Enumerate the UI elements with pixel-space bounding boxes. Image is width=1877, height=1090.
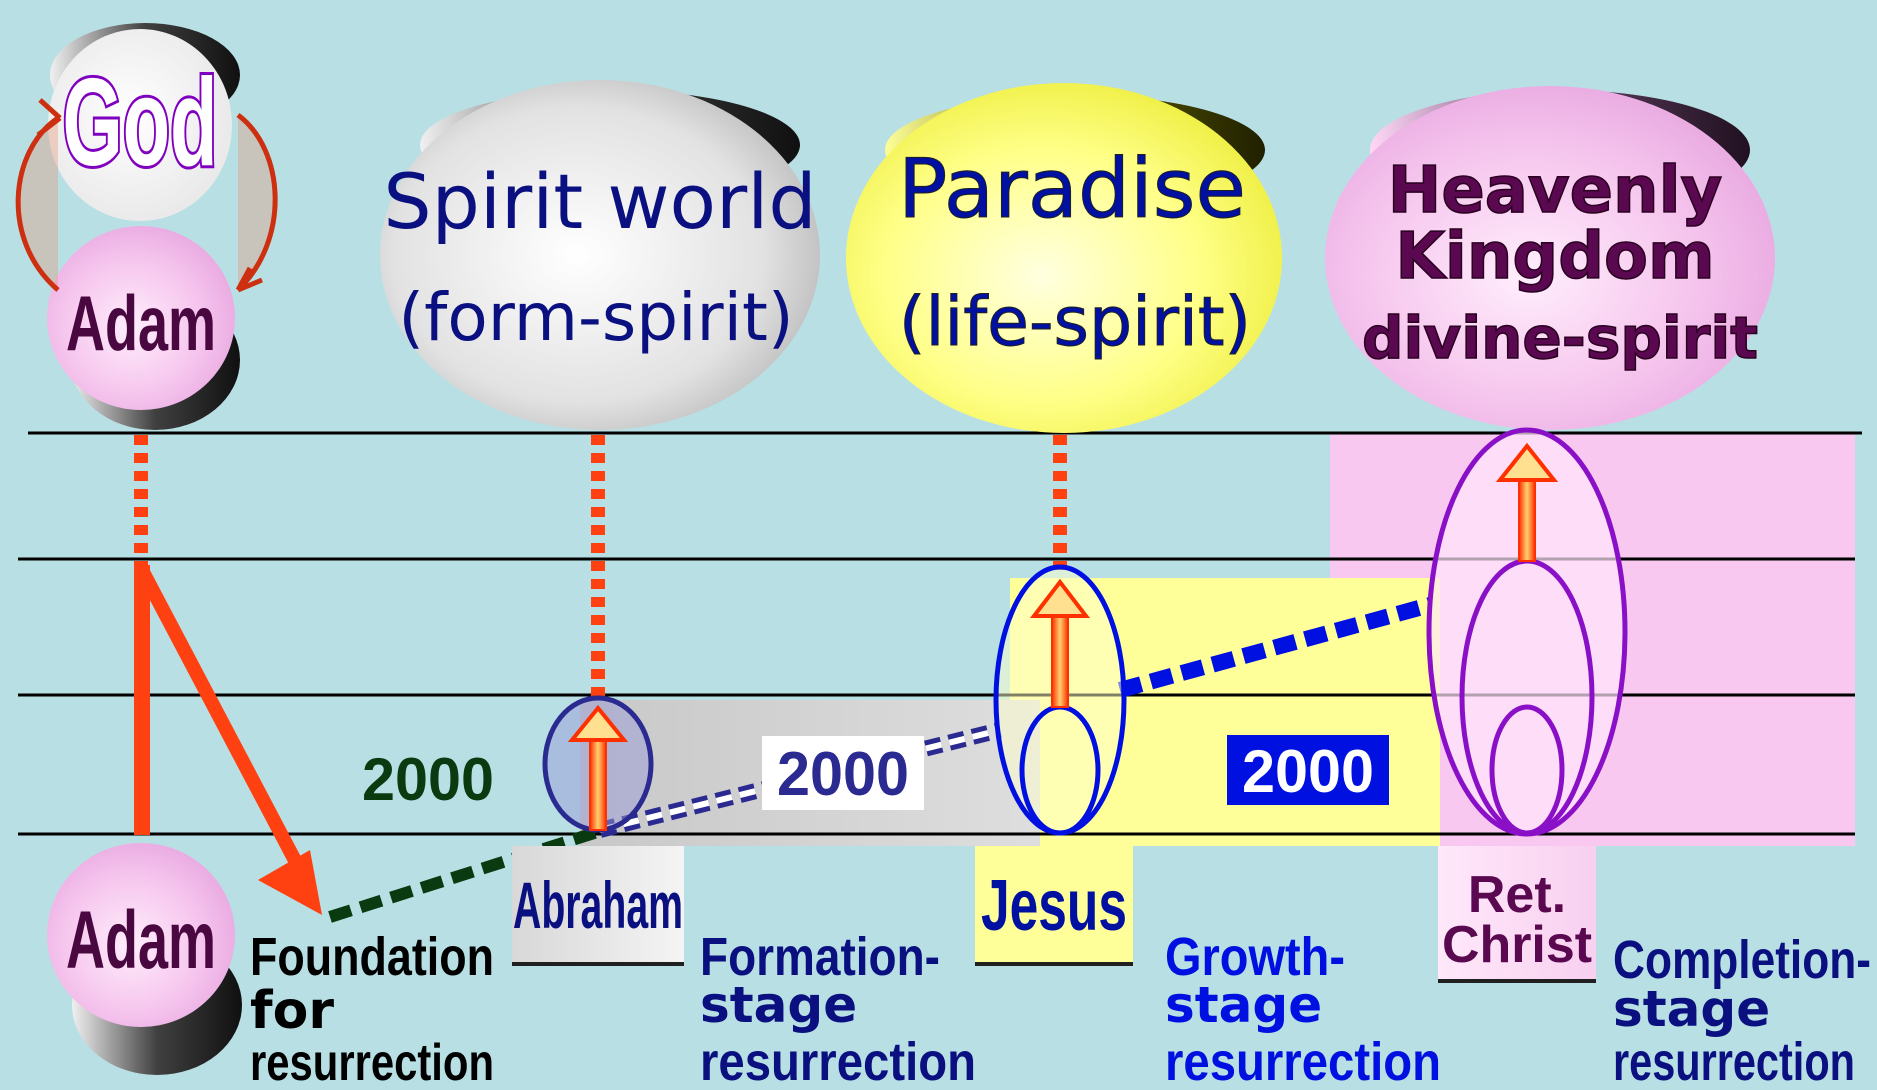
adam-bottom-label: Adam	[66, 895, 216, 986]
period-third-box	[1227, 735, 1389, 805]
paradise-sphere	[846, 83, 1282, 433]
spirit-world-sphere	[380, 80, 820, 430]
christ-inner-ellipse	[1489, 704, 1565, 836]
jesus-label-box	[975, 846, 1133, 964]
completion-line3: resurrection	[1613, 1032, 1855, 1090]
christ-up-arrow-icon	[1495, 442, 1559, 562]
adam-top-orb	[47, 226, 240, 430]
growth-caption: Growth- stage resurrection	[1165, 927, 1441, 1090]
spirit-world-title: Spirit world	[383, 157, 816, 246]
christ-label-box	[1438, 846, 1596, 981]
growth-dashed-line	[1117, 597, 1433, 698]
dotted-connectors	[134, 435, 1067, 700]
jesus-up-arrow-icon	[1029, 578, 1091, 708]
abraham-label: Abraham	[513, 868, 683, 942]
abraham-up-arrow-icon	[567, 704, 629, 831]
heavenly-kingdom-sphere	[1325, 86, 1775, 430]
heavenly-line2: Kingdom	[1395, 220, 1714, 294]
formation-line3: resurrection	[700, 1032, 976, 1090]
formation-caption: Formation- stage resurrection	[700, 927, 976, 1090]
jesus-label: Jesus	[981, 866, 1127, 946]
growth-line1: Growth-	[1165, 927, 1345, 987]
completion-caption: Completion- stage resurrection	[1613, 930, 1871, 1090]
formation-line1: Formation-	[700, 927, 940, 987]
adam-bottom-orb	[47, 843, 242, 1075]
christ-label-line2: Christ	[1442, 916, 1592, 974]
heavenly-line1: Heavenly	[1388, 154, 1723, 228]
completion-line2: stage	[1613, 980, 1770, 1038]
growth-line3: resurrection	[1165, 1032, 1441, 1090]
fall-arrow-icon	[135, 566, 322, 915]
foundation-dashed-line	[328, 822, 612, 923]
god-orb	[48, 23, 240, 221]
adam-vertical-bar	[134, 565, 150, 835]
growth-line2: stage	[1165, 976, 1322, 1034]
completion-line1: Completion-	[1613, 930, 1871, 990]
formation-line2: stage	[700, 976, 857, 1034]
christ-label-line1: Ret.	[1468, 866, 1566, 924]
period-second: 2000	[777, 740, 909, 809]
paradise-title: Paradise	[898, 142, 1246, 237]
foundation-line1: Foundation	[250, 927, 494, 987]
paradise-subtitle: (life-spirit)	[899, 283, 1251, 362]
god-label: God	[63, 54, 218, 192]
adam-top-label: Adam	[66, 279, 216, 367]
circulation-arrows-icon	[15, 98, 278, 293]
heavenly-line3: divine-spirit	[1362, 304, 1758, 372]
period-second-box	[762, 736, 924, 810]
abraham-label-box	[512, 846, 684, 964]
foundation-line2: for	[250, 981, 334, 1041]
spirit-world-subtitle: (form-spirit)	[398, 279, 793, 356]
foundation-caption: Foundation for resurrection	[250, 927, 494, 1090]
period-third: 2000	[1242, 738, 1374, 805]
foundation-line3: resurrection	[250, 1034, 494, 1090]
period-first: 2000	[362, 746, 494, 813]
